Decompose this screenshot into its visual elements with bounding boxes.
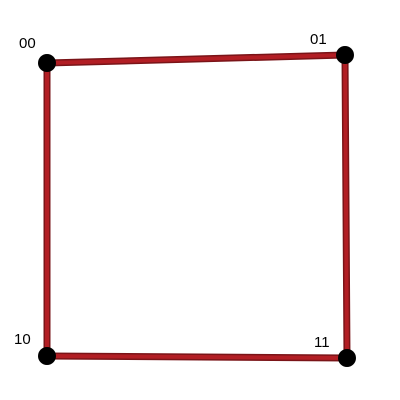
node-11: [338, 349, 356, 367]
node-01: [336, 46, 354, 64]
edge-01-11: [343, 53, 349, 360]
node-label-11: 11: [314, 334, 330, 351]
node-label-01: 01: [310, 31, 327, 48]
nodes-layer: [38, 46, 356, 367]
edge-11-10: [45, 354, 349, 360]
node-10: [38, 347, 56, 365]
node-00: [38, 54, 56, 72]
node-label-10: 10: [14, 331, 31, 348]
node-label-00: 00: [19, 35, 36, 52]
edge-00-01: [45, 53, 347, 65]
edges-layer: [43, 51, 351, 362]
